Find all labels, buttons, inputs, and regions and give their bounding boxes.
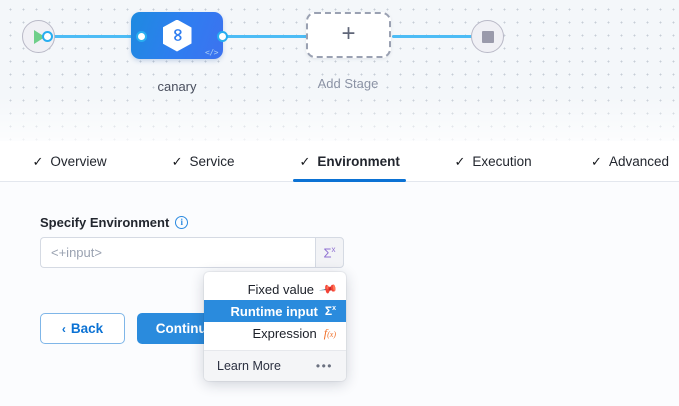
learn-more-label: Learn More bbox=[217, 359, 281, 373]
stop-icon bbox=[481, 30, 494, 43]
tab-execution[interactable]: ✓ Execution bbox=[445, 141, 542, 181]
dropdown-item-runtime-input-label: Runtime input bbox=[230, 303, 318, 319]
info-icon[interactable]: i bbox=[175, 216, 189, 229]
dropdown-footer-learn-more[interactable]: Learn More ••• bbox=[204, 350, 346, 381]
dropdown-item-runtime-input[interactable]: Runtime input Σx bbox=[204, 300, 346, 322]
check-icon: ✓ bbox=[171, 153, 183, 169]
check-icon: ✓ bbox=[299, 153, 311, 169]
continue-button-label: Continue bbox=[155, 321, 215, 336]
tab-service[interactable]: ✓ Service bbox=[162, 141, 245, 181]
dropdown-item-fixed-value-label: Fixed value bbox=[247, 281, 315, 297]
dropdown-item-expression-label: Expression bbox=[252, 325, 317, 341]
plus-icon: + bbox=[341, 20, 356, 47]
back-button-label: Back bbox=[70, 321, 104, 336]
check-icon: ✓ bbox=[454, 153, 466, 169]
form-actions: ‹ Back Continue bbox=[40, 313, 233, 344]
tab-service-label: Service bbox=[189, 153, 235, 169]
fx-icon: f(x) bbox=[323, 326, 336, 340]
check-icon: ✓ bbox=[591, 153, 602, 169]
edge-canary-to-add bbox=[222, 35, 310, 38]
tab-advanced[interactable]: ✓ Advanced bbox=[581, 141, 679, 181]
step-tabs: ✓ Overview ✓ Service ✓ Environment ✓ Exe… bbox=[0, 141, 679, 182]
edge-add-to-end bbox=[392, 35, 478, 38]
pin-icon: 📌 bbox=[318, 278, 339, 300]
tab-overview[interactable]: ✓ Overview bbox=[22, 141, 116, 181]
add-stage-label: Add Stage bbox=[317, 76, 379, 91]
check-icon: ✓ bbox=[32, 153, 44, 169]
sigma-icon: Σx bbox=[323, 244, 336, 261]
add-stage-button[interactable]: + bbox=[306, 12, 391, 58]
infinity-glyph: ∞ bbox=[167, 27, 188, 42]
specify-environment-label: Specify Environment bbox=[40, 215, 170, 230]
environment-input-row: Σx bbox=[40, 237, 344, 268]
specify-environment-label-group: Specify Environment i bbox=[40, 215, 189, 230]
connector-dot-start[interactable] bbox=[42, 31, 53, 42]
end-node[interactable] bbox=[471, 20, 504, 53]
tab-environment[interactable]: ✓ Environment bbox=[289, 141, 409, 182]
code-icon[interactable]: </> bbox=[205, 48, 218, 57]
dropdown-item-expression[interactable]: Expression f(x) bbox=[204, 322, 346, 344]
dropdown-item-fixed-value[interactable]: Fixed value 📌 bbox=[204, 278, 346, 300]
harness-hexagon-icon: ∞ bbox=[162, 19, 192, 52]
back-button[interactable]: ‹ Back bbox=[40, 313, 125, 344]
tab-execution-label: Execution bbox=[472, 153, 532, 169]
chevron-left-icon: ‹ bbox=[61, 321, 66, 336]
edge-start-to-canary bbox=[46, 35, 142, 38]
more-dots-icon[interactable]: ••• bbox=[315, 359, 333, 373]
stage-label-canary: canary bbox=[157, 79, 197, 94]
connector-dot-canary-out[interactable] bbox=[217, 31, 228, 42]
connector-dot-canary-in[interactable] bbox=[136, 31, 147, 42]
tab-advanced-label: Advanced bbox=[608, 153, 669, 169]
pipeline-canvas[interactable]: ∞ </> canary + Add Stage bbox=[0, 0, 679, 141]
input-type-dropdown[interactable]: Fixed value 📌 Runtime input Σx Expressio… bbox=[204, 272, 346, 381]
tab-environment-label: Environment bbox=[317, 153, 400, 169]
tab-overview-label: Overview bbox=[50, 153, 107, 169]
environment-input[interactable] bbox=[40, 237, 315, 268]
sigma-icon: Σx bbox=[324, 304, 336, 318]
runtime-input-toggle-button[interactable]: Σx bbox=[315, 237, 344, 268]
